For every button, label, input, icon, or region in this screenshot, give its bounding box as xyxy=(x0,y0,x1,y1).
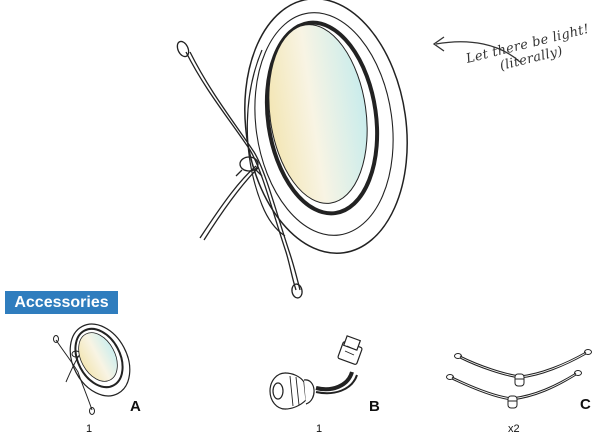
accessory-a-illustration xyxy=(53,323,131,415)
trim-inner-ring xyxy=(254,12,394,236)
spring-wire-left-inner xyxy=(189,51,301,291)
housing-body xyxy=(246,49,286,237)
annotation-arrowhead xyxy=(432,36,445,52)
accessory-a-quantity: 1 xyxy=(86,423,93,435)
accessory-b-label: B xyxy=(369,398,380,415)
accessory-c-quantity: x2 xyxy=(508,423,520,435)
accessory-c-label: C xyxy=(580,396,591,413)
spring-wire-cross xyxy=(199,165,257,239)
accessory-b-illustration xyxy=(269,335,363,410)
lens-rim xyxy=(264,20,380,216)
spring-loop-bottom xyxy=(291,283,303,299)
spring-loop-top xyxy=(176,40,190,58)
trim-outer-ring xyxy=(244,0,408,254)
accessory-b-quantity: 1 xyxy=(316,423,323,435)
downlight-main-illustration xyxy=(176,0,408,299)
annotation-arrow xyxy=(435,41,521,63)
accessories-heading: Accessories xyxy=(5,291,118,314)
spring-wire-left xyxy=(185,51,297,291)
lens-diffuser xyxy=(268,24,368,204)
accessory-c-illustration xyxy=(446,349,592,409)
accessory-a-label: A xyxy=(130,398,141,415)
spring-clip xyxy=(239,156,259,172)
